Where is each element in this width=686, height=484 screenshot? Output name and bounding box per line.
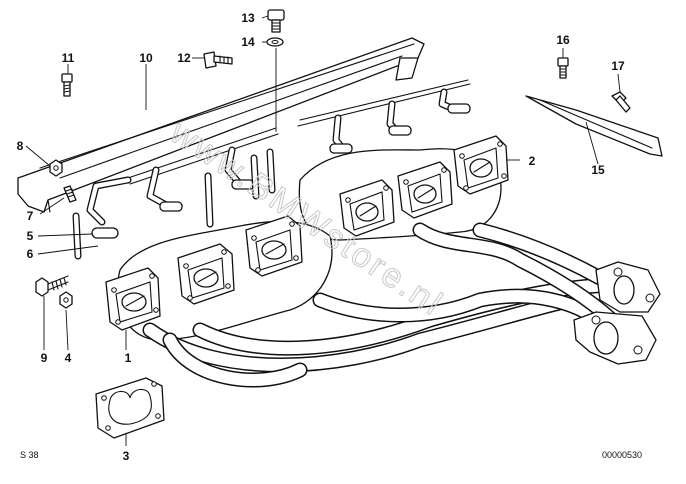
port-flange-1 <box>105 267 161 331</box>
callout-16: 16 <box>556 33 570 47</box>
nut-8 <box>49 159 63 177</box>
callout-labels: 1 2 3 4 5 6 7 8 9 10 11 12 13 14 15 16 1… <box>17 11 625 463</box>
callout-11: 11 <box>62 51 75 65</box>
nut-4 <box>59 291 73 309</box>
callout-7: 7 <box>27 209 34 223</box>
callout-5: 5 <box>27 229 34 243</box>
callout-14: 14 <box>241 35 255 49</box>
leader-lines <box>25 15 621 446</box>
callout-15: 15 <box>591 163 605 177</box>
callout-10: 10 <box>139 51 153 65</box>
callout-3: 3 <box>123 449 130 463</box>
heat-shield-panel <box>17 37 425 213</box>
callout-2: 2 <box>529 154 536 168</box>
sheet-code: S 38 <box>20 450 39 460</box>
stud-7 <box>63 185 77 203</box>
bolt-12 <box>203 51 233 69</box>
bolt-17 <box>611 91 631 113</box>
exhaust-manifold <box>116 148 661 388</box>
bolt-16 <box>557 57 569 79</box>
vacuum-line-front <box>72 127 279 260</box>
port-flange-2 <box>177 243 235 305</box>
callout-13: 13 <box>241 11 255 25</box>
callout-8: 8 <box>17 139 24 153</box>
port-flange-4 <box>339 179 395 237</box>
washer-14 <box>266 37 284 47</box>
callout-12: 12 <box>177 51 191 65</box>
support-bracket <box>525 95 663 157</box>
manifold-gasket <box>95 377 165 439</box>
callout-9: 9 <box>41 351 48 365</box>
port-flange-3 <box>245 215 303 277</box>
bolt-13 <box>267 9 285 33</box>
port-flange-6 <box>453 135 509 195</box>
callout-17: 17 <box>611 59 625 73</box>
bolt-9 <box>35 275 69 297</box>
bolt-11 <box>61 73 73 97</box>
port-flange-5 <box>397 161 453 219</box>
vacuum-line-rear <box>297 79 471 154</box>
callout-4: 4 <box>65 351 72 365</box>
part-number: 00000530 <box>602 450 642 460</box>
callout-1: 1 <box>125 351 132 365</box>
callout-6: 6 <box>27 247 34 261</box>
